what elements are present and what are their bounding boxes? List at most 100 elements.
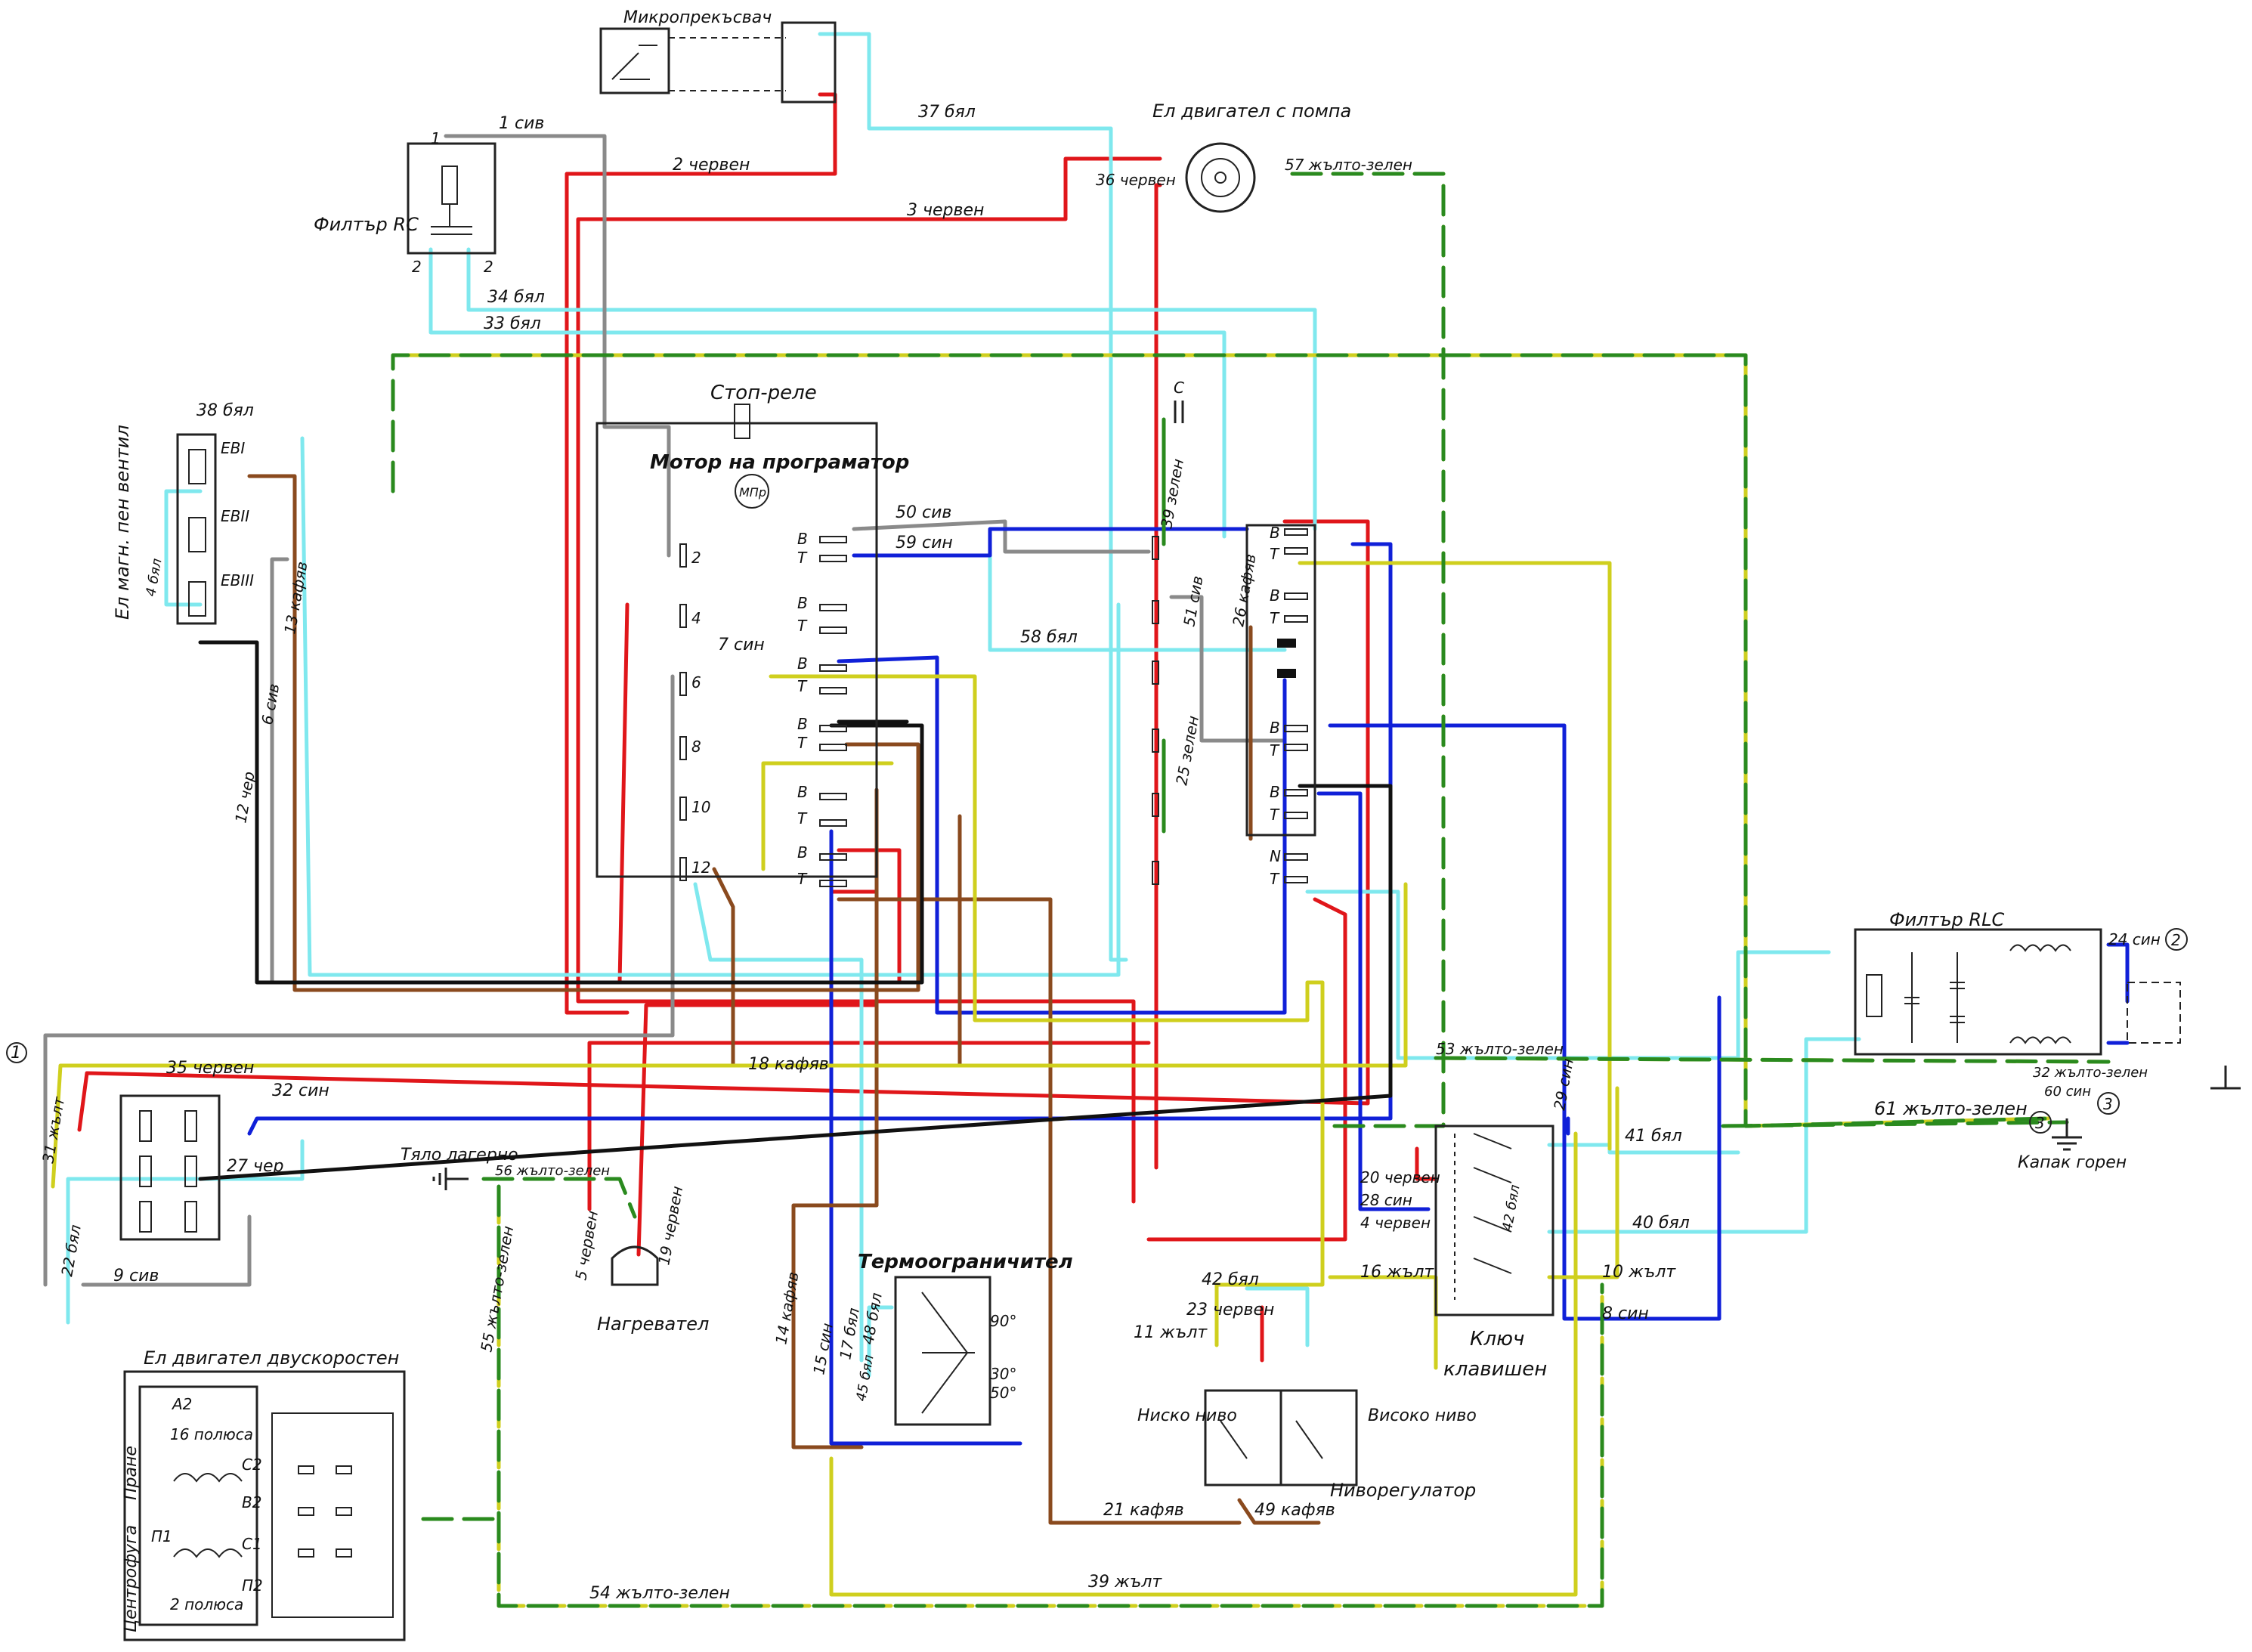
wl-55: 55 жълто-зелен [477,1224,517,1353]
valve-label-3: ЕВIII [221,571,254,589]
wl-11: 11 жълт [1134,1323,1208,1342]
wl-61: 61 жълто-зелен [1874,1098,2028,1119]
svg-text:В: В [797,530,808,548]
thermo-limiter: Термоограничител 90° 30° 50° [858,1251,1073,1426]
svg-text:В: В [797,594,808,612]
stop-relay-title: Стоп-реле [710,382,817,404]
filter-rc-pin1: 1 [431,129,441,147]
prog-motor-title: Мотор на програматор [650,451,909,474]
wl-21: 21 кафяв [1103,1501,1184,1520]
wire-31-yellow [51,882,1408,1189]
wire-54-gy [496,1184,1604,1608]
svg-text:Т: Т [797,617,808,635]
wire-49-brown [1237,1498,1321,1525]
body-label: Тяло лагерно [401,1146,518,1165]
svg-text:П2: П2 [242,1576,263,1595]
wl-27: 27 чер [227,1157,284,1176]
wire-yellow-r [1298,561,1612,1151]
wl-2: 2 червен [673,156,750,175]
wl-17: 17 бял [836,1307,863,1361]
wire-38-white [300,436,1121,977]
wl-32zz: 32 жълто-зелен [2033,1065,2148,1081]
wl-42b: 42 бял [1499,1183,1523,1233]
svg-text:Т: Т [797,734,808,752]
two-speed-motor-title: Ел двигател двускоростен [144,1347,399,1369]
wire-33-white [428,247,1227,539]
wire-17-white [693,882,864,1363]
right-relay-block: В Т В Т В Т В Т N Т [1245,524,1316,888]
spin-label: Центрофуга [122,1525,141,1632]
wire-59-blue [852,527,1249,558]
wl-32: 32 син [272,1081,329,1100]
wl-25: 25 зелен [1172,714,1202,787]
wl-24: 24 син [2108,930,2161,948]
valves-title: Ел магн. пен вентил [112,425,133,620]
wl-9: 9 сив [113,1267,159,1285]
programmer: МПр Стоп-реле Мотор на програматор 2 4 6… [595,382,909,888]
wire-50-gray [852,519,1151,554]
wires-layer [43,32,2130,1608]
filter-rc-pin2a: 2 [412,258,422,276]
wl-4: 4 червен [1360,1214,1431,1232]
key-switch-title-2: клавишен [1443,1358,1547,1381]
wl-1: 1 сив [499,114,544,133]
wl-12: 12 чер [231,770,258,824]
svg-text:30°: 30° [990,1365,1016,1383]
valve-label-1: ЕВI [221,439,245,457]
wl-16: 16 жълт [1360,1263,1434,1282]
svg-text:В: В [1270,719,1280,737]
wire-53-gy [1434,1056,2111,1064]
svg-text:Т: Т [797,549,808,567]
wire-58-white [988,549,1287,652]
svg-text:В: В [797,783,808,801]
wl-53: 53 жълто-зелен [1436,1040,1564,1058]
low-level-label: Ниско ниво [1137,1406,1237,1425]
wl-35: 35 червен [166,1059,254,1078]
wl-8: 8 син [1602,1304,1649,1323]
wl-39y: 39 жълт [1088,1573,1162,1592]
wl-4b: 4 бял [143,557,165,597]
wl-45: 45 бял [853,1353,877,1403]
high-level-label: Високо ниво [1368,1406,1477,1425]
contact-6 [679,672,687,696]
svg-text:2: 2 [691,549,701,567]
svg-text:8: 8 [691,738,701,756]
wl-3: 3 червен [907,201,984,220]
prog-motor-code: МПр [739,485,766,500]
svg-text:12: 12 [691,858,710,877]
wire-10-yellow [1547,1086,1619,1279]
wire-27-black [198,784,1393,1181]
contact-8 [679,736,687,760]
valve-label-2: ЕВII [221,507,249,525]
wl-38: 38 бял [196,401,254,420]
svg-text:3: 3 [2035,1114,2045,1132]
wire-labels: 1 сив 37 бял 2 червен 3 червен 36 червен… [39,103,2161,1603]
wl-57: 57 жълто-зелен [1285,156,1412,174]
svg-text:C2: C2 [242,1456,262,1474]
valve-block: ЕВI ЕВII ЕВIII Ел магн. пен вентил [112,425,254,625]
svg-text:Т: Т [797,677,808,695]
wl-56: 56 жълто-зелен [495,1163,610,1179]
wire-12-black [198,640,924,985]
heater: Нагревател [597,1245,709,1335]
wire-3-red [576,156,1162,1204]
svg-text:Т: Т [1270,741,1280,759]
wire-4-white [164,489,203,607]
wl-33: 33 бял [484,314,541,333]
svg-text:6: 6 [691,673,701,691]
wire-gy-top [391,353,2050,1128]
svg-text:Т: Т [797,809,808,828]
wl-42: 42 бял [1202,1270,1259,1289]
wire-61-gy [1721,1120,2069,1128]
wire-57-gy [1290,172,1446,1128]
wl-20: 20 червен [1360,1168,1440,1186]
wire-11-yellow [769,674,1325,1347]
wire-7-blue [837,655,1287,1015]
wire-15-blue [829,829,1022,1446]
svg-text:Т: Т [1270,609,1280,627]
wl-50: 50 сив [896,503,951,522]
svg-text:10: 10 [691,798,710,816]
circled-markers: 2 3 3 [2029,928,2188,1134]
svg-text:50°: 50° [990,1384,1016,1402]
wl-29: 29 син [1550,1057,1577,1112]
